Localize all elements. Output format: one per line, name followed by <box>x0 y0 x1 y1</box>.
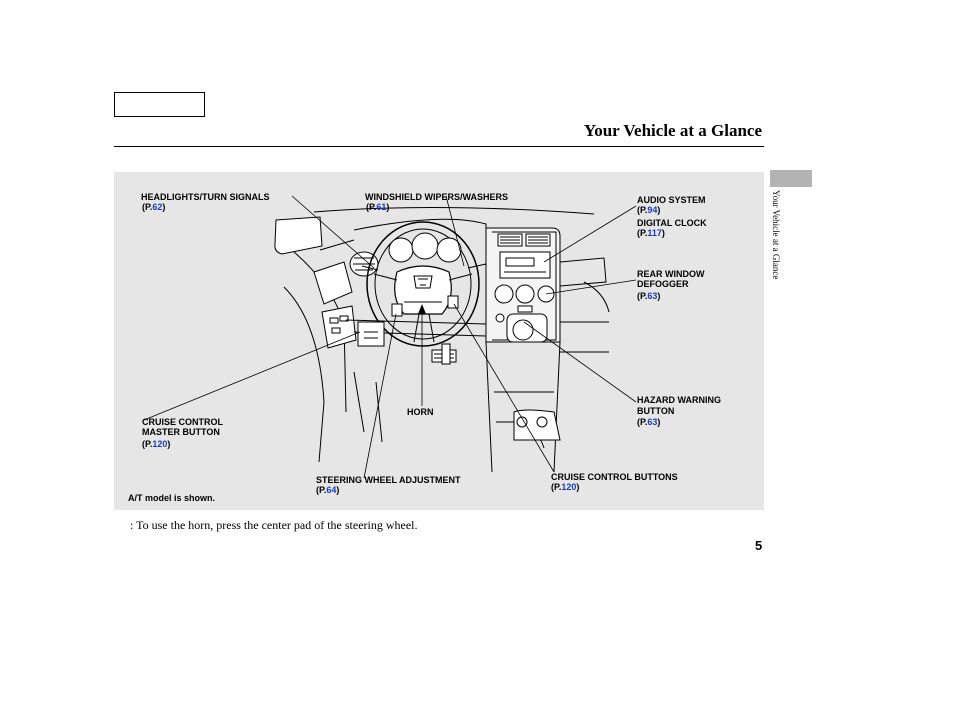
audio-page-ref[interactable]: (P.94) <box>637 205 661 215</box>
audio-label: AUDIO SYSTEM <box>637 195 706 205</box>
hazard-label-line1: HAZARD WARNING <box>637 395 721 405</box>
clock-label: DIGITAL CLOCK <box>637 218 707 228</box>
horn-footnote: : To use the horn, press the center pad … <box>130 518 418 532</box>
page-number: 5 <box>755 538 763 553</box>
header-box <box>114 92 205 117</box>
model-note: A/T model is shown. <box>128 493 216 503</box>
wipers-page-ref[interactable]: (P.61) <box>366 202 390 212</box>
wipers-label: WINDSHIELD WIPERS/WASHERS <box>365 192 509 202</box>
cruise-buttons-page-ref[interactable]: (P.120) <box>551 482 580 492</box>
page-title: Your Vehicle at a Glance <box>583 121 762 140</box>
dashboard-diagram: HEADLIGHTS/TURN SIGNALS (P.62) WINDSHIEL… <box>114 172 764 510</box>
clock-page-ref[interactable]: (P.117) <box>637 228 665 238</box>
headlights-page-ref[interactable]: (P.62) <box>142 202 166 212</box>
horn-label: HORN <box>407 407 434 417</box>
defogger-label-line1: REAR WINDOW <box>637 269 705 279</box>
section-tab-label: Your Vehicle at a Glance <box>771 190 781 280</box>
hazard-page-ref[interactable]: (P.63) <box>637 417 661 427</box>
section-tab[interactable] <box>770 170 812 187</box>
cruise-master-label-line2: MASTER BUTTON <box>142 427 220 437</box>
defogger-label-line2: DEFOGGER <box>637 279 689 289</box>
header-rule <box>114 146 764 147</box>
headlights-label: HEADLIGHTS/TURN SIGNALS <box>141 192 270 202</box>
steering-adjustment-label: STEERING WHEEL ADJUSTMENT <box>316 475 461 485</box>
hazard-label-line2: BUTTON <box>637 406 675 416</box>
cruise-buttons-label: CRUISE CONTROL BUTTONS <box>551 472 678 482</box>
steering-adjustment-page-ref[interactable]: (P.64) <box>316 485 340 495</box>
cruise-master-label-line1: CRUISE CONTROL <box>142 417 223 427</box>
defogger-page-ref[interactable]: (P.63) <box>637 291 661 301</box>
cruise-master-page-ref[interactable]: (P.120) <box>142 439 171 449</box>
dashboard-illustration <box>143 195 637 479</box>
